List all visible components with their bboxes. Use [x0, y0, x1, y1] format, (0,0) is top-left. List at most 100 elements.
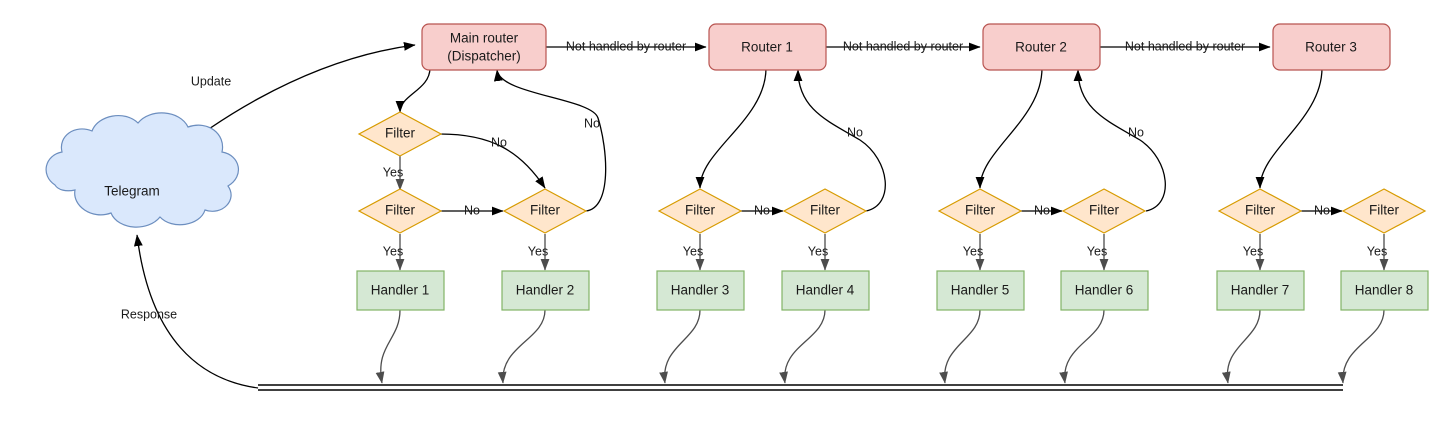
handler-node-6[interactable]: Handler 6 [1060, 270, 1149, 311]
handler-8-box [1340, 270, 1429, 311]
handler-4-label: Handler 4 [796, 283, 855, 298]
handler-node-4[interactable]: Handler 4 [781, 270, 870, 311]
edge-label-no-3: No [464, 203, 480, 217]
handler-3-box [656, 270, 745, 311]
edge-handler3-to-bus [659, 309, 701, 384]
handler-2-label: Handler 2 [516, 283, 575, 298]
handler-6-box [1060, 270, 1149, 311]
router-1-box [708, 23, 827, 71]
router-node-3[interactable]: Router 3 [1272, 23, 1391, 71]
edge-handler8-to-bus [1337, 309, 1385, 384]
edge-label-yes-1: Yes [383, 165, 403, 179]
edge-label-not-handled-1: Not handled by router [566, 39, 686, 53]
handler-6-label: Handler 6 [1075, 283, 1134, 298]
edge-mainrouter-to-filter1 [395, 67, 431, 113]
edge-label-yes-8: Yes [1243, 244, 1263, 258]
handler-1-box [356, 270, 445, 311]
filter-7-diamond [1061, 188, 1147, 234]
handler-5-label: Handler 5 [951, 283, 1010, 298]
filter-node-2[interactable]: Filter [357, 188, 443, 234]
handler-2-box [501, 270, 590, 311]
cloud-icon [45, 112, 239, 228]
edge-filter7-no-to-router2 [1073, 69, 1166, 212]
edge-label-yes-9: Yes [1367, 244, 1387, 258]
edge-label-no-2: No [584, 116, 600, 130]
handler-5-box [936, 270, 1025, 311]
edge-filter3-no-to-mainrouter [493, 69, 607, 212]
filter-node-6[interactable]: Filter [937, 188, 1023, 234]
router-3-label: Router 3 [1305, 40, 1357, 55]
edge-response [133, 234, 259, 389]
telegram-label: Telegram [104, 184, 160, 199]
filter-5-diamond [782, 188, 868, 234]
edge-router3-to-filter8 [1255, 67, 1323, 189]
filter-6-label: Filter [965, 203, 996, 218]
edge-label-not-handled-2: Not handled by router [843, 39, 963, 53]
filter-8-label: Filter [1245, 203, 1276, 218]
filter-8-diamond [1217, 188, 1303, 234]
edge-label-yes-7: Yes [1087, 244, 1107, 258]
handler-8-label: Handler 8 [1355, 283, 1414, 298]
edge-filter1-no-to-filter3 [439, 133, 546, 189]
filter-9-label: Filter [1369, 203, 1400, 218]
telegram-cloud-node[interactable]: Telegram [45, 112, 239, 228]
filter-node-9[interactable]: Filter [1341, 188, 1427, 234]
router-2-box [982, 23, 1101, 71]
filter-5-label: Filter [810, 203, 841, 218]
filter-node-7[interactable]: Filter [1061, 188, 1147, 234]
edge-label-yes-3: Yes [528, 244, 548, 258]
edge-label-update: Update [191, 74, 231, 88]
edge-router2-to-filter6 [975, 67, 1043, 189]
handler-node-5[interactable]: Handler 5 [936, 270, 1025, 311]
edge-handler1-to-bus [375, 309, 401, 384]
filter-node-8[interactable]: Filter [1217, 188, 1303, 234]
edge-label-no-8: No [1314, 203, 1330, 217]
handler-7-label: Handler 7 [1231, 283, 1290, 298]
handler-node-3[interactable]: Handler 3 [656, 270, 745, 311]
filter-node-1[interactable]: Filter [357, 111, 443, 157]
filter-6-diamond [937, 188, 1023, 234]
edge-label-yes-4: Yes [683, 244, 703, 258]
router-1-label: Router 1 [741, 40, 793, 55]
handler-1-label: Handler 1 [371, 283, 430, 298]
filter-node-5[interactable]: Filter [782, 188, 868, 234]
edge-handler6-to-bus [1059, 309, 1105, 384]
filter-7-label: Filter [1089, 203, 1120, 218]
filter-3-diamond [502, 188, 588, 234]
edge-label-no-4: No [754, 203, 770, 217]
handler-node-1[interactable]: Handler 1 [356, 270, 445, 311]
filter-3-label: Filter [530, 203, 561, 218]
edge-label-not-handled-3: Not handled by router [1125, 39, 1245, 53]
edge-label-yes-2: Yes [383, 244, 403, 258]
main-router-label-line1: Main router [450, 31, 519, 46]
router-node-1[interactable]: Router 1 [708, 23, 827, 71]
edge-label-no-5: No [847, 125, 863, 139]
main-router-label-line2: (Dispatcher) [447, 49, 521, 64]
handler-node-2[interactable]: Handler 2 [501, 270, 590, 311]
edge-handler5-to-bus [939, 309, 981, 384]
filter-node-3[interactable]: Filter [502, 188, 588, 234]
edge-router1-to-filter4 [695, 67, 767, 189]
router-node-main[interactable]: Main router (Dispatcher) [421, 23, 547, 71]
filter-2-diamond [357, 188, 443, 234]
edge-handler4-to-bus [779, 309, 826, 384]
edge-filter5-no-to-router1 [793, 69, 886, 212]
router-node-2[interactable]: Router 2 [982, 23, 1101, 71]
handler-node-7[interactable]: Handler 7 [1216, 270, 1305, 311]
edge-label-no-6: No [1034, 203, 1050, 217]
handler-node-8[interactable]: Handler 8 [1340, 270, 1429, 311]
edge-handler2-to-bus [497, 309, 546, 384]
filter-1-label: Filter [385, 126, 416, 141]
router-2-label: Router 2 [1015, 40, 1067, 55]
handler-7-box [1216, 270, 1305, 311]
filter-9-diamond [1341, 188, 1427, 234]
router-3-box [1272, 23, 1391, 71]
filter-4-diamond [657, 188, 743, 234]
filter-node-4[interactable]: Filter [657, 188, 743, 234]
filter-4-label: Filter [685, 203, 716, 218]
edge-label-yes-6: Yes [963, 244, 983, 258]
edge-label-response: Response [121, 307, 177, 321]
filter-2-label: Filter [385, 203, 416, 218]
handler-3-label: Handler 3 [671, 283, 730, 298]
